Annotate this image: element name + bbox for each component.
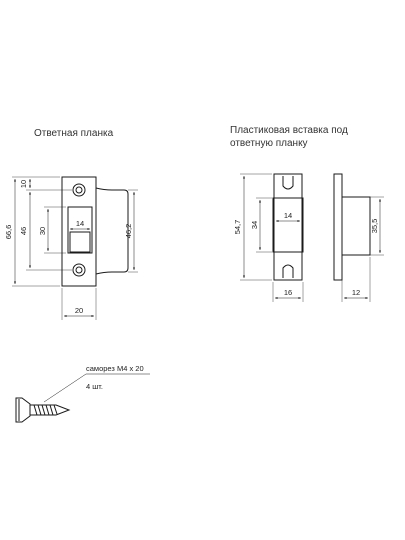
insert-top-notch [282,176,294,190]
strike-slot-height-label: 30 [38,227,47,235]
strike-plate-outline [61,176,129,287]
insert-title-line2: ответную планку [230,138,308,149]
screw-drawing: саморез М4 х 20 4 шт. [15,364,150,423]
lower-screw-hole-inner [75,266,83,274]
strike-slot-width-label: 14 [76,219,84,228]
strike-hole-spacing-label: 46 [19,227,28,235]
strike-plate-title: Ответная планка [34,128,114,139]
screw-head [15,397,31,423]
insert-side-height-label: 35,5 [370,219,379,234]
latch-slot [67,206,93,254]
strike-top-offset-label: 10 [19,180,28,188]
insert-bottom-notch [282,264,294,278]
insert-front-outline [273,173,303,281]
upper-screw-hole-inner [75,186,83,194]
screw-threads [33,404,58,416]
insert-inner-width-label: 14 [284,211,292,220]
strike-plate-drawing: Ответная планка 66,6 10 46 30 14 [4,128,138,320]
insert-inner-height-label: 34 [250,221,259,229]
latch-slot-inner [69,231,91,253]
screw-label: саморез М4 х 20 [86,364,144,373]
insert-side-flange [333,173,343,281]
strike-lip-height-label: 46,2 [124,224,133,239]
screw-leader [43,373,87,403]
lower-screw-hole [72,263,86,277]
plastic-insert-drawing: Пластиковая вставка под ответную планку … [230,125,384,302]
upper-screw-hole [72,183,86,197]
insert-width-label: 16 [284,288,292,297]
insert-title-line1: Пластиковая вставка под [230,125,348,136]
insert-depth-label: 12 [352,288,360,297]
strike-width-label: 20 [75,306,83,315]
strike-overall-height-label: 66,6 [4,225,13,240]
screw-quantity: 4 шт. [86,382,103,391]
insert-overall-height-label: 54,7 [233,220,242,235]
insert-pocket [272,197,304,253]
insert-side-body [341,196,371,256]
